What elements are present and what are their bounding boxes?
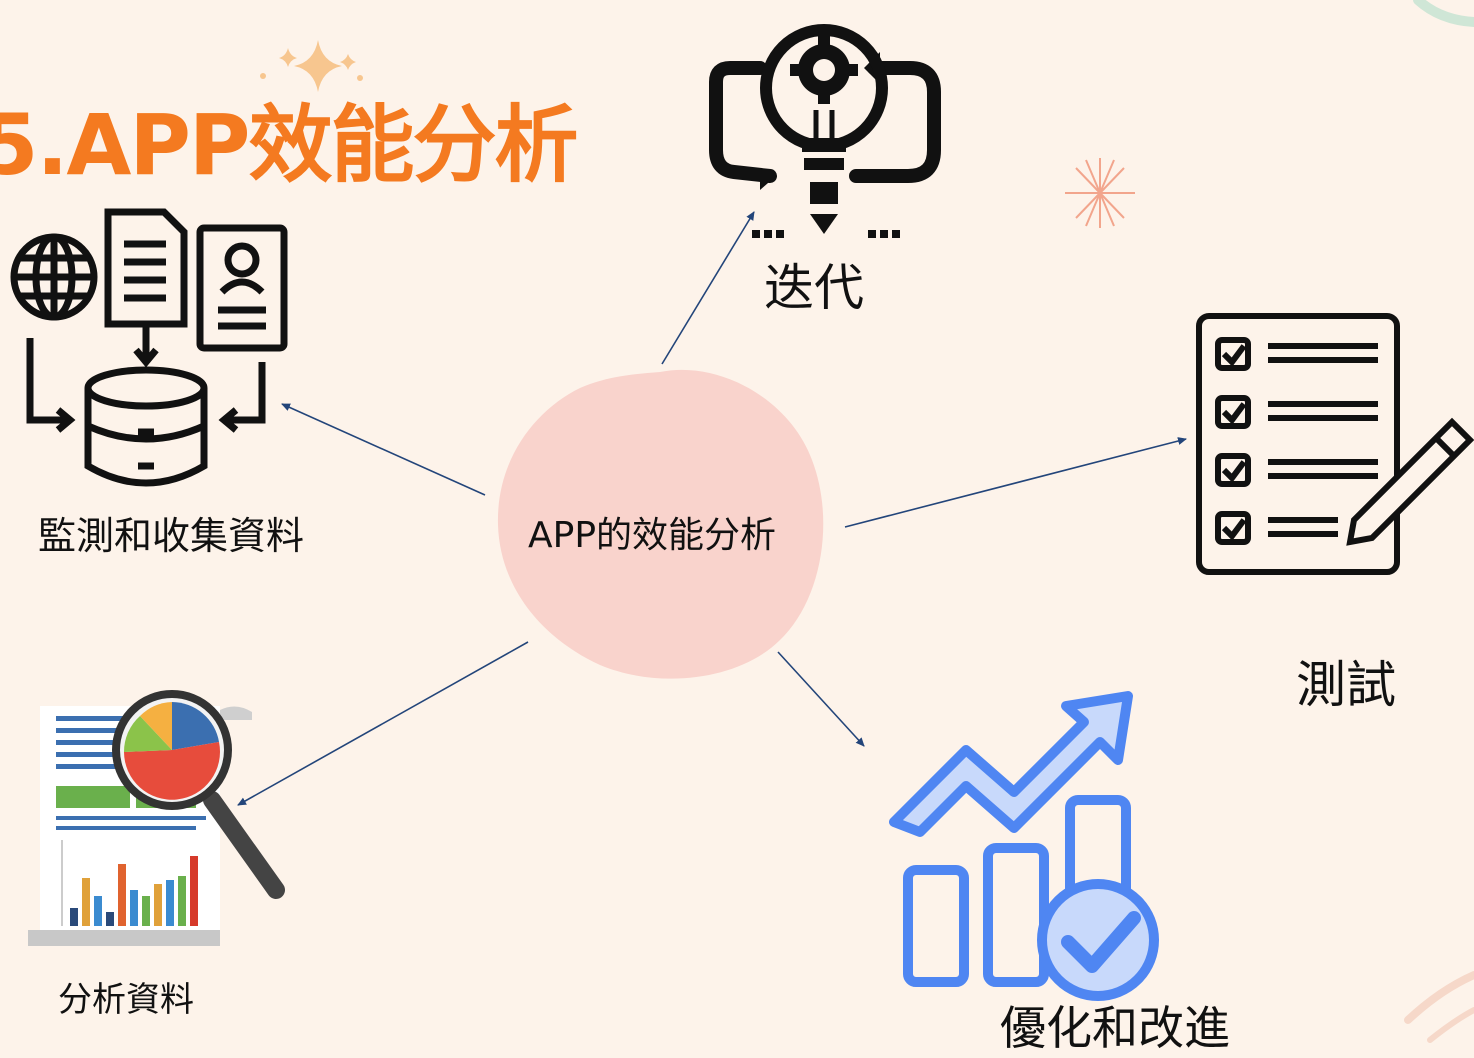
starburst-icon — [1065, 158, 1135, 228]
center-node-label: APP的效能分析 — [528, 515, 777, 556]
sparkle-icon — [260, 40, 363, 92]
decorative-corner-strokes — [1404, 0, 1474, 1043]
arrow-to-analyze — [237, 641, 529, 806]
arrow-to-optimize — [777, 651, 865, 747]
growth-chart-check-icon — [889, 691, 1159, 1001]
node-label-analyze: 分析資料 — [58, 980, 194, 1020]
lightbulb-gear-cycle-icon — [709, 24, 941, 238]
report-magnifier-icon — [28, 690, 285, 946]
arrow-to-collect — [281, 403, 486, 496]
center-blob — [497, 369, 824, 679]
node-label-collect: 監測和收集資料 — [38, 514, 305, 558]
connector-arrows — [237, 211, 1187, 806]
checklist-pencil-icon — [1196, 313, 1474, 575]
arrow-to-iterate — [661, 211, 755, 365]
data-collection-database-icon — [10, 208, 288, 487]
page-title: 5.APP效能分析 — [0, 96, 578, 194]
node-label-optimize: 優化和改進 — [1000, 1001, 1230, 1055]
node-label-test: 測試 — [1296, 656, 1396, 714]
node-label-iterate: 迭代 — [764, 259, 864, 317]
arrow-to-test — [844, 437, 1187, 528]
